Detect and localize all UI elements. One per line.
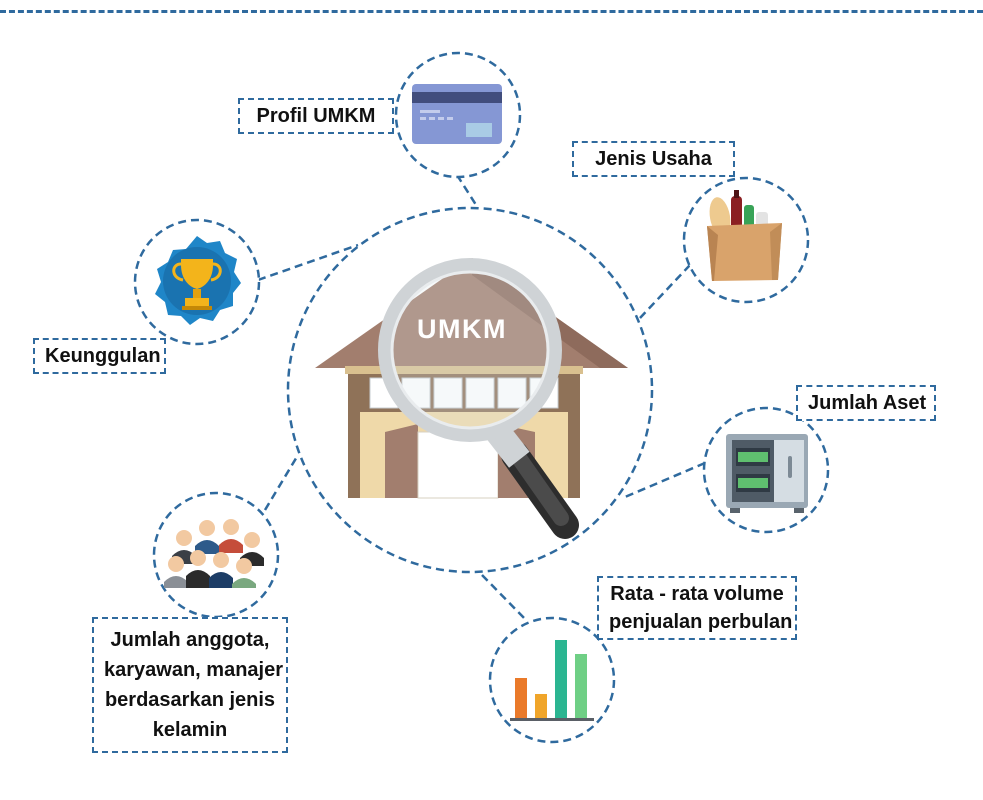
node-rata-rata [488, 616, 616, 744]
safe-icon [726, 434, 808, 513]
center-title: UMKM [417, 314, 507, 344]
node-profil [394, 51, 522, 179]
label-jumlah-anggota: Jumlah anggota, karyawan, manajer berdas… [92, 617, 288, 753]
connector-profil [455, 174, 480, 209]
label-jumlah-aset: Jumlah Aset [796, 385, 936, 421]
bar-1 [515, 678, 527, 718]
people-group-icon [164, 519, 264, 588]
grocery-bag-icon [707, 190, 782, 281]
label-rata-rata-volume: Rata - rata volume penjualan perbulan [597, 576, 797, 640]
magnifier-icon [378, 258, 579, 539]
connector-rata [481, 574, 527, 621]
top-dashed-border [0, 10, 983, 13]
connector-anggota [263, 454, 300, 511]
label-profil-umkm: Profil UMKM [238, 98, 394, 134]
chart-baseline [510, 718, 594, 721]
connector-keunggulan [257, 243, 359, 282]
node-keunggulan [133, 218, 261, 346]
node-jenis-usaha [682, 176, 810, 304]
label-keunggulan: Keunggulan [33, 338, 166, 374]
bar-3 [555, 640, 567, 718]
connector-lines [257, 174, 706, 621]
connector-jumlah-aset [624, 461, 706, 499]
node-jumlah-anggota [152, 491, 280, 619]
label-jenis-usaha: Jenis Usaha [572, 141, 735, 177]
bar-chart-icon [510, 640, 594, 721]
trophy-badge-icon [155, 236, 241, 325]
connector-jenis-usaha [639, 264, 691, 319]
bar-4 [575, 654, 587, 718]
credit-card-icon [412, 84, 502, 144]
bar-2 [535, 694, 547, 718]
node-jumlah-aset [702, 406, 830, 534]
